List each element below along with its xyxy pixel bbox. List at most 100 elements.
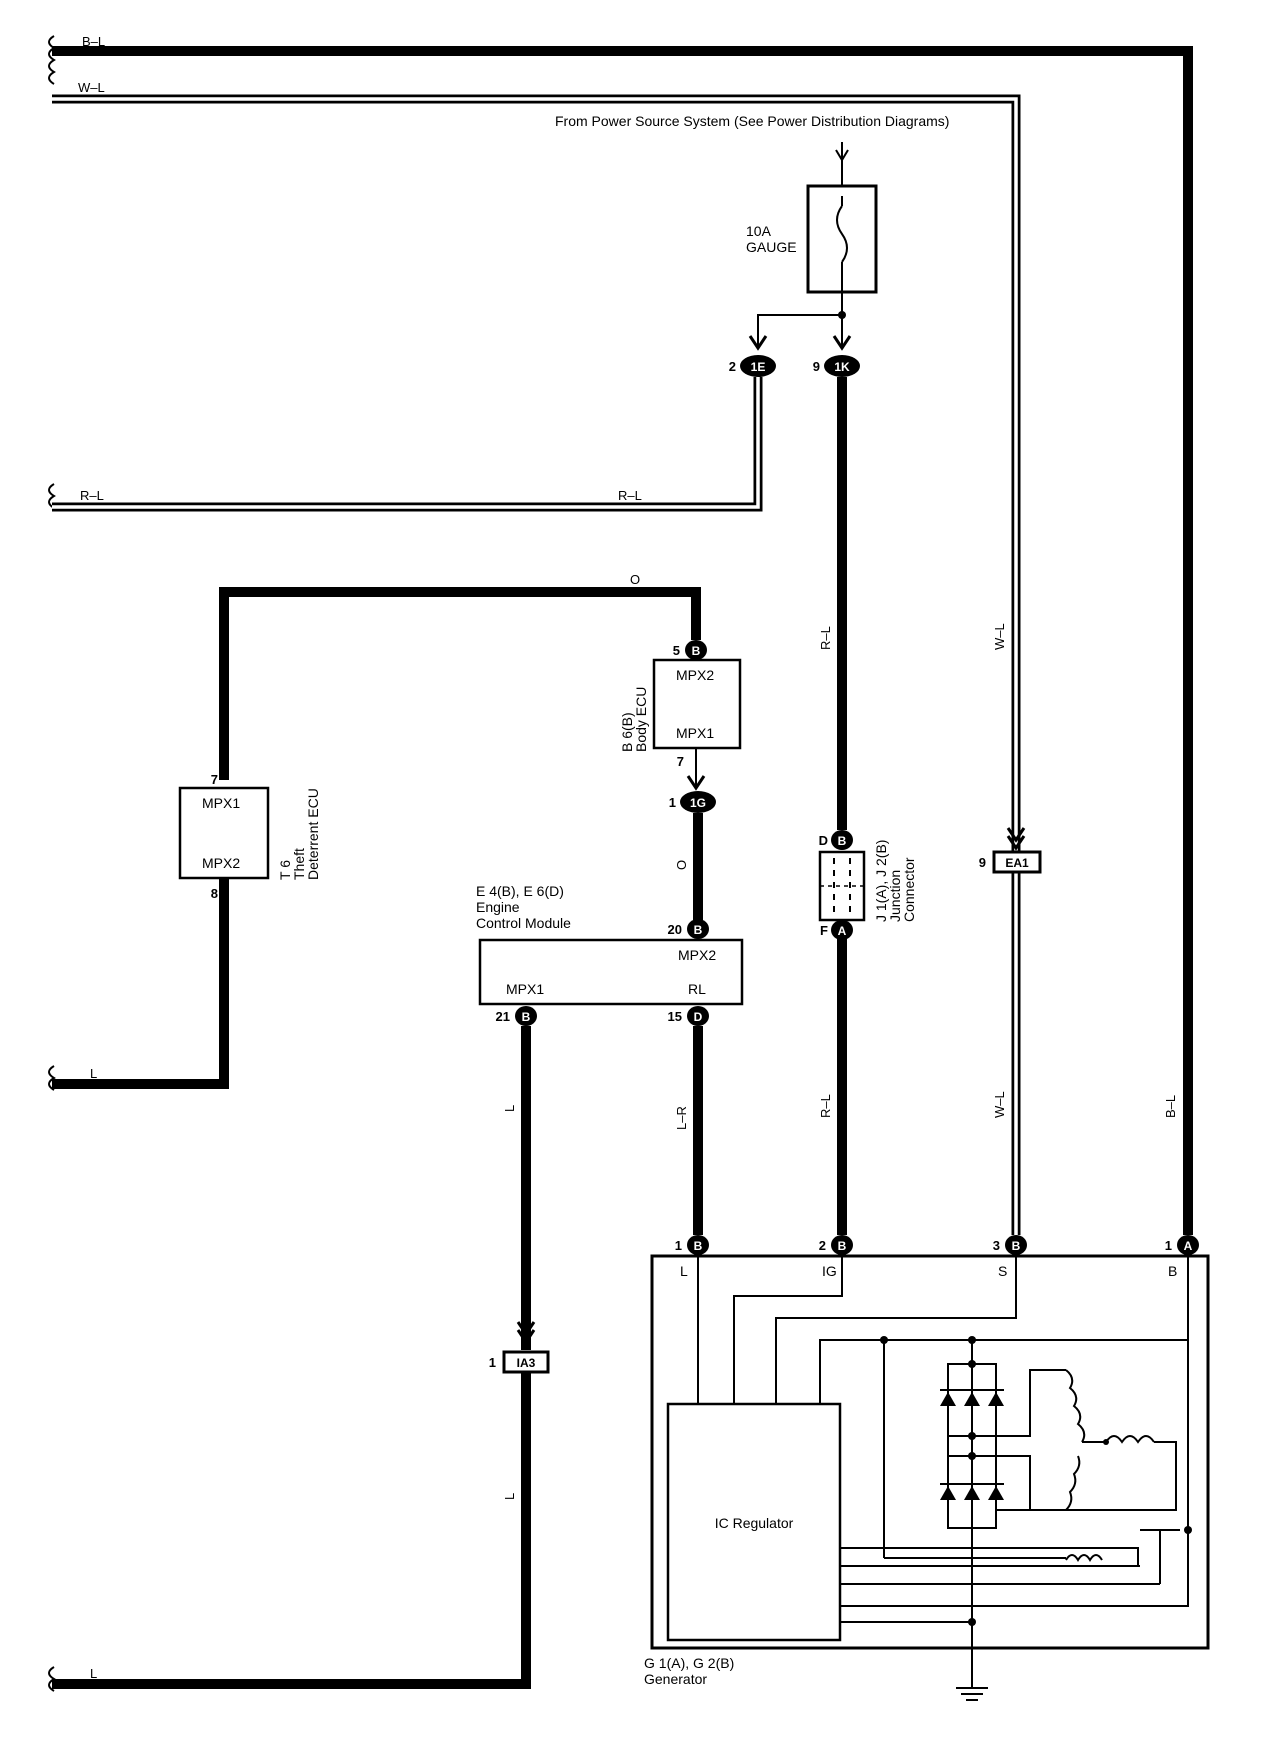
body-ecu-top-pin: 5 [673, 643, 680, 658]
junction-name-2: Connector [901, 857, 917, 922]
wire-label-b-l-right: B–L [1163, 1095, 1178, 1118]
wire-l-r: L–R [674, 1026, 703, 1235]
wire-label-r-l-left-1: R–L [80, 488, 104, 503]
ecm-mpx2-conn: B [694, 923, 703, 937]
junction-top-conn: B [838, 834, 847, 848]
generator: B 1 B 2 B 3 A 1 L IG S B IC Regulator [644, 1235, 1210, 1701]
wire-label-w-l-top: W–L [78, 80, 105, 95]
connector-ia3-pin: 1 [489, 1355, 496, 1370]
gen-terminal-b: B [1168, 1263, 1177, 1279]
connector-1e: 1E 2 [729, 335, 776, 377]
gen-ig-conn: B [838, 1239, 847, 1253]
ecm-rl-pin: 15 [668, 1009, 682, 1024]
ecm-mpx1-conn: B [522, 1010, 531, 1024]
wire-r-l-left: R–L R–L [52, 377, 763, 512]
wire-label-r-l-lower: R–L [818, 1094, 833, 1118]
wire-break-marks [48, 35, 56, 1692]
junction-connector: B D A F J 1(A), J 2(B) Junction Connecto… [819, 830, 917, 940]
connector-ea1-pin: 9 [979, 855, 986, 870]
theft-ecu-name-1: Theft [291, 848, 307, 880]
body-ecu: B 5 MPX2 MPX1 B 6(B) Body ECU 7 [619, 640, 742, 786]
ecm-mpx1-pin: 21 [496, 1009, 510, 1024]
connector-1g: 1G 1 [669, 775, 716, 813]
gen-b-conn: A [1184, 1239, 1193, 1253]
theft-ecu-name-2: Deterrent ECU [305, 788, 321, 880]
body-ecu-code: B 6(B) [619, 712, 635, 752]
gen-b-pin: 1 [1165, 1238, 1172, 1253]
wire-l-ecm: L [502, 1026, 531, 1350]
junction-pin-f: F [820, 923, 828, 938]
connector-1k: 1K 9 [813, 318, 860, 377]
wire-l-theft: L [52, 878, 229, 1089]
connector-1g-pin: 1 [669, 795, 676, 810]
body-ecu-bottom-pin: 7 [677, 754, 684, 769]
wire-l-bottom: L L [52, 1372, 531, 1689]
ecm-mpx2-pin: 20 [668, 922, 682, 937]
wire-label-r-l-left-2: R–L [618, 488, 642, 503]
gen-ig-pin: 2 [819, 1238, 826, 1253]
gen-s-conn: B [1012, 1239, 1021, 1253]
wire-label-l-ecm-lower: L [502, 1493, 517, 1500]
junction-name-1: Junction [887, 870, 903, 922]
body-ecu-mpx2: MPX2 [676, 667, 714, 683]
ecm-mpx2: MPX2 [678, 947, 716, 963]
theft-ecu-code: T 6 [277, 860, 293, 880]
body-ecu-top-conn: B [692, 644, 701, 658]
connector-1g-id: 1G [690, 796, 706, 810]
connector-ea1: EA1 9 [979, 827, 1042, 874]
connector-ia3: IA3 1 [489, 1321, 550, 1374]
wire-label-r-l-upper: R–L [818, 626, 833, 650]
connector-1e-pin: 2 [729, 359, 736, 374]
wire-r-l-vertical: R–L R–L [818, 377, 847, 1235]
power-source-note: From Power Source System (See Power Dist… [555, 113, 949, 129]
gen-terminal-s: S [998, 1263, 1007, 1279]
gen-terminal-ig: IG [822, 1263, 837, 1279]
wire-label-w-l-upper: W–L [992, 623, 1007, 650]
engine-control-module: E 4(B), E 6(D) Engine Control Module B 2… [476, 883, 744, 1026]
ecm-mpx1: MPX1 [506, 981, 544, 997]
wire-label-l-bottom: L [90, 1666, 97, 1681]
theft-ecu-mpx1: MPX1 [202, 795, 240, 811]
wire-label-w-l-lower: W–L [992, 1091, 1007, 1118]
ecm-code: E 4(B), E 6(D) [476, 883, 564, 899]
gen-l-conn: B [694, 1239, 703, 1253]
rectifier-bridge [947, 1363, 997, 1529]
gen-l-pin: 1 [675, 1238, 682, 1253]
connector-1e-id: 1E [751, 360, 766, 374]
wire-o-ecm: O [674, 813, 703, 920]
stator-coils [996, 1369, 1177, 1511]
ecm-name-1: Engine [476, 899, 520, 915]
gen-s-pin: 3 [993, 1238, 1000, 1253]
wire-o-top: O [219, 572, 701, 780]
ecm-name-2: Control Module [476, 915, 571, 931]
ic-regulator-label: IC Regulator [715, 1515, 794, 1531]
ecm-rl-conn: D [694, 1010, 703, 1024]
fuse-10a-gauge: 10A GAUGE [746, 142, 878, 346]
junction-bottom-conn: A [838, 924, 847, 938]
wire-w-l: W–L W–L W–L [52, 80, 1021, 1235]
junction-pin-d: D [819, 833, 828, 848]
ecm-rl: RL [688, 981, 706, 997]
generator-name: Generator [644, 1671, 707, 1687]
theft-ecu-top-pin: 7 [211, 772, 218, 787]
gen-terminal-l: L [680, 1263, 688, 1279]
body-ecu-mpx1: MPX1 [676, 725, 714, 741]
connector-ia3-id: IA3 [517, 1356, 536, 1370]
theft-ecu-bottom-pin: 8 [211, 886, 218, 901]
connector-1k-pin: 9 [813, 359, 820, 374]
fuse-rating: 10A [746, 223, 772, 239]
wire-label-l-theft: L [90, 1066, 97, 1081]
generator-code: G 1(A), G 2(B) [644, 1655, 734, 1671]
ground-symbol [956, 1687, 988, 1701]
wire-b-l: B–L B–L [52, 34, 1193, 1235]
wire-label-l-r: L–R [674, 1106, 689, 1130]
rectifier-diodes [940, 1392, 1004, 1500]
junction-code: J 1(A), J 2(B) [873, 840, 889, 922]
theft-deterrent-ecu: 7 MPX1 MPX2 8 T 6 Theft Deterrent ECU [178, 772, 321, 901]
wire-label-b-l-top: B–L [82, 34, 105, 49]
wire-label-o-top: O [630, 572, 640, 587]
fuse-name: GAUGE [746, 239, 797, 255]
theft-ecu-mpx2: MPX2 [202, 855, 240, 871]
connector-ea1-id: EA1 [1005, 856, 1029, 870]
